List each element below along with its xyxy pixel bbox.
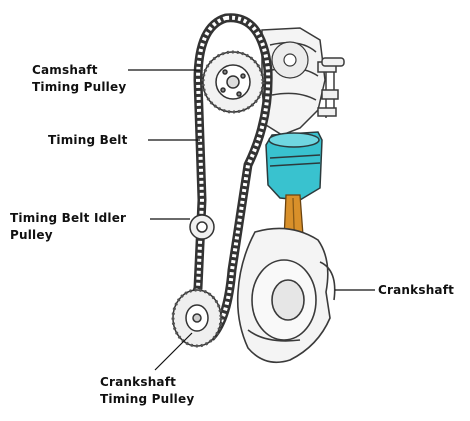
idler-label-line2: Pulley <box>10 227 126 244</box>
timing-belt-label: Timing Belt <box>48 132 128 149</box>
timing-belt-label-line1: Timing Belt <box>48 132 128 149</box>
crank-pulley-leader <box>155 333 192 370</box>
camshaft-label-line1: Camshaft <box>32 62 126 79</box>
piston <box>266 132 322 200</box>
crank-pulley-label-line1: Crankshaft <box>100 374 194 391</box>
cam-gears <box>272 42 308 78</box>
crankshaft-label-line1: Crankshaft <box>378 282 454 299</box>
crankshaft-timing-pulley-label: Crankshaft Timing Pulley <box>100 374 194 408</box>
crank-pulley-label-line2: Timing Pulley <box>100 391 194 408</box>
idler-pulley-label: Timing Belt Idler Pulley <box>10 210 126 244</box>
idler-label-line1: Timing Belt Idler <box>10 210 126 227</box>
camshaft-timing-pulley-label: Camshaft Timing Pulley <box>32 62 126 96</box>
crankshaft-pulley <box>173 290 221 346</box>
crankshaft-label: Crankshaft <box>378 282 454 299</box>
crankshaft-assembly <box>238 228 335 362</box>
idler-pulley <box>190 215 214 239</box>
camshaft-pulley <box>203 52 263 112</box>
camshaft-label-line2: Timing Pulley <box>32 79 126 96</box>
